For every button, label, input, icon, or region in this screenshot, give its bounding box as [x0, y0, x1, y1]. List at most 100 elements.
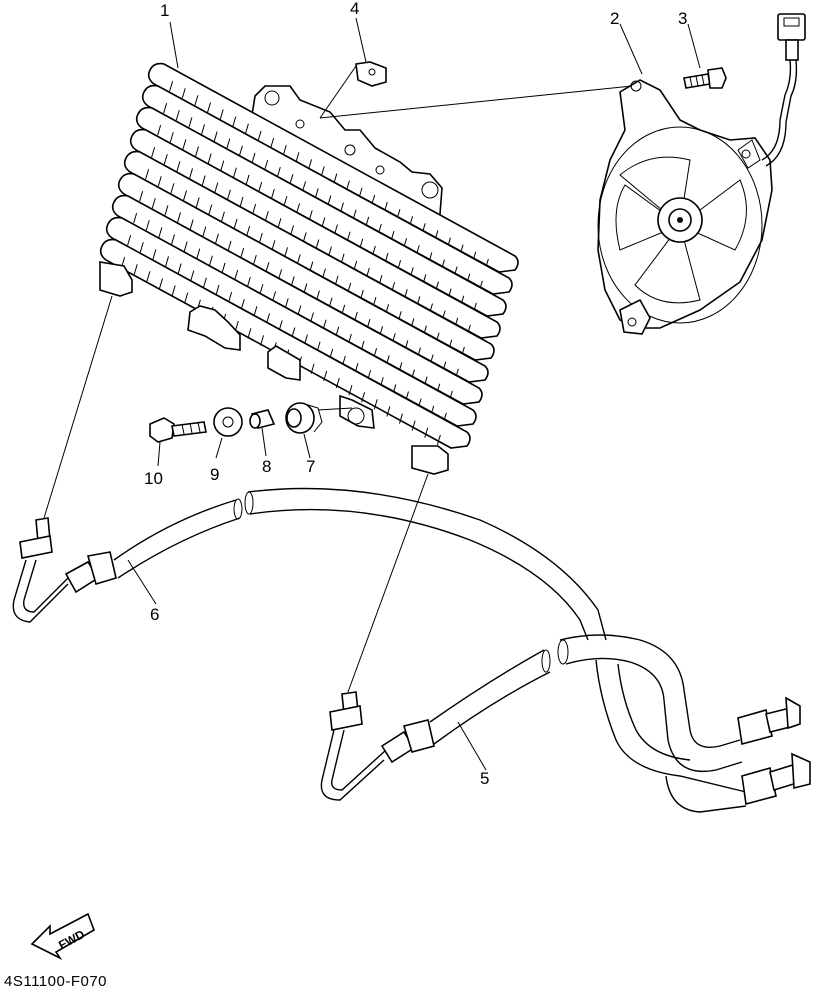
fin-tube — [213, 131, 218, 142]
callout-9: 9 — [210, 465, 219, 484]
fin-tube — [139, 242, 144, 253]
fin-tube — [208, 255, 213, 266]
cooler-fin — [147, 62, 519, 273]
oil-cooler-core — [99, 62, 519, 475]
fin-tube — [240, 247, 245, 259]
fin-tube — [436, 434, 441, 446]
grommet — [285, 402, 323, 434]
fin-tube — [171, 285, 176, 296]
fin-tube — [189, 219, 194, 230]
fin-tube — [251, 152, 256, 164]
fin-tube — [282, 144, 287, 156]
fin-tube — [234, 269, 239, 281]
fin-tube — [276, 166, 281, 178]
fin-tube — [278, 269, 283, 280]
clip-nut — [355, 61, 387, 87]
oil-hose-5 — [244, 487, 811, 813]
fin-tube — [386, 406, 391, 417]
cooler-fin — [105, 216, 477, 427]
fin-tube — [139, 190, 144, 202]
fin-tube — [257, 130, 262, 142]
fin-tube — [164, 205, 169, 216]
fin-tube — [264, 210, 269, 222]
fin-tube — [202, 277, 207, 288]
fin-tube — [214, 233, 219, 244]
oil-hose-6 — [12, 498, 243, 623]
fin-tube — [196, 248, 201, 259]
fin-tube — [208, 204, 213, 215]
fin-tube — [284, 247, 289, 258]
fin-tube — [183, 241, 188, 252]
fin-tube — [232, 116, 237, 127]
fin-tube — [214, 182, 219, 193]
cooler-fin — [123, 150, 495, 361]
fin-tube — [239, 196, 244, 208]
fin-tube — [258, 232, 263, 244]
cooling-fan-assembly — [597, 13, 806, 335]
fin-tube — [163, 102, 168, 114]
cooler-fin — [141, 84, 513, 295]
fin-tube — [295, 152, 300, 163]
fin-tube — [266, 313, 271, 324]
fin-tube — [188, 117, 193, 128]
fin-tube — [194, 95, 199, 106]
fin-tube — [244, 123, 249, 134]
leader-lines — [43, 17, 701, 771]
fin-tube — [335, 377, 340, 389]
fin-tube — [221, 262, 226, 274]
fin-tube — [171, 234, 175, 245]
fin-tube — [246, 276, 251, 288]
callout-1: 1 — [160, 1, 169, 20]
callout-10: 10 — [144, 469, 163, 488]
fin-tube — [133, 212, 138, 224]
fin-tube — [247, 328, 252, 339]
fin-tube — [246, 225, 251, 237]
callout-3: 3 — [678, 9, 687, 28]
fin-tube — [373, 399, 378, 410]
fin-tube — [361, 392, 366, 403]
fin-tube — [252, 254, 257, 266]
cooler-fin — [129, 128, 501, 339]
fin-tube — [264, 159, 269, 171]
fin-tube — [170, 183, 175, 194]
fin-tube — [348, 384, 353, 396]
cooler-fin — [111, 194, 483, 405]
fin-tube — [238, 145, 243, 156]
fin-tube — [127, 234, 132, 246]
fin-tube — [271, 240, 276, 251]
callout-8: 8 — [262, 457, 271, 476]
callout-7: 7 — [306, 457, 315, 476]
reference-code: 4S11100-F070 — [4, 973, 107, 988]
fin-tube — [177, 263, 182, 274]
fin-tube — [146, 271, 151, 282]
fin-tube — [252, 203, 257, 215]
fin-tube — [176, 161, 181, 172]
cooler-fin — [99, 238, 471, 449]
fin-tube — [169, 80, 174, 92]
fin-tube — [145, 168, 150, 180]
fin-tube — [258, 181, 263, 193]
fin-tube — [207, 102, 211, 113]
fin-tube — [190, 270, 195, 281]
cooler-fin — [135, 106, 507, 317]
fin-tube — [157, 124, 162, 136]
cooler-fins — [99, 62, 519, 449]
fin-tube — [272, 291, 277, 302]
fin-tube — [181, 88, 186, 99]
fin-tube — [201, 124, 205, 135]
fin-tube — [253, 306, 258, 317]
fin-tube — [289, 174, 294, 185]
fin-tube — [202, 226, 207, 237]
fin-tube — [220, 211, 225, 222]
fin-tube — [399, 413, 403, 424]
fin-tube — [270, 137, 275, 149]
fin-tube — [220, 160, 225, 171]
fin-tube — [302, 181, 307, 192]
fin-tube — [411, 420, 416, 431]
fin-tube — [159, 278, 163, 289]
callout-2: 2 — [610, 9, 619, 28]
cooler-mount-bolt — [149, 417, 207, 443]
fin-tube — [226, 189, 231, 200]
fin-tube — [175, 110, 180, 121]
